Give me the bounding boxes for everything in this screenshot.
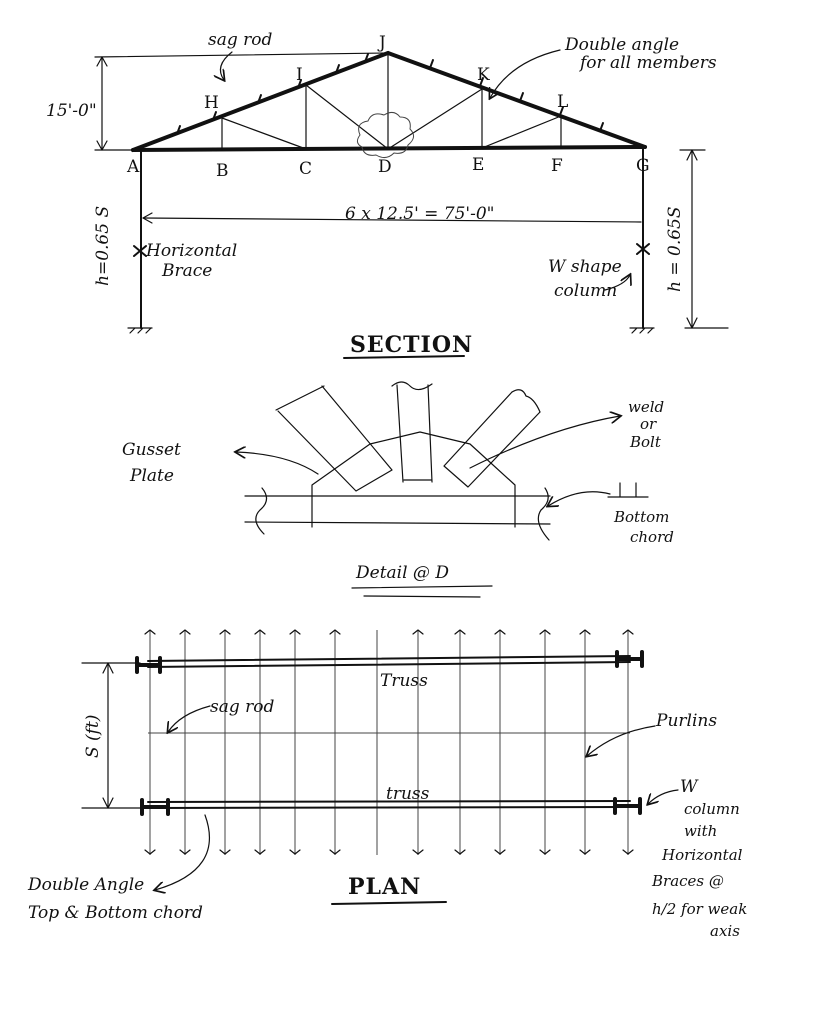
truss-diagonal-E-L [481,115,562,149]
height-dimension-label: 15'-0" [46,101,97,121]
detail-break-left [255,487,268,535]
right-height-dimension [679,149,729,329]
node-K: K [477,65,490,85]
left-brace-mark [133,245,147,257]
detail-right-diagonal [443,391,541,488]
section-view: 15'-0" 6 x 12.5' = 75'-0" h = 0.65S h=0.… [46,30,729,359]
double-angle-label-1: Double angle [564,35,679,55]
plan-s-dimension [81,662,141,809]
height-dimension-line [94,52,389,151]
weld-label-2: or [640,415,657,433]
gusset-label-1: Gusset [122,440,181,460]
plan-column-top-right [615,650,644,668]
plan-w-column-label-7: axis [710,922,740,940]
plan-sag-rod-label: sag rod [210,697,275,717]
plan-w-column-label-2: column [684,800,740,818]
plan-double-angle-label-2: Top & Bottom chord [28,903,203,923]
span-dimension-label: 6 x 12.5' = 75'-0" [345,204,494,224]
purlin-ticks [176,53,604,135]
node-B: B [216,161,229,181]
detail-bottom-chord [244,495,551,525]
left-column-base [127,327,153,334]
plan-column-bottom-right [613,797,642,815]
plan-title: PLAN [348,874,421,900]
detail-vertical-member [396,384,433,483]
w-column-label-1: W shape [548,257,622,277]
plan-s-label: S (ft) [83,715,103,758]
right-height-label: h = 0.65S [665,207,685,293]
bottom-chord-label-1: Bottom [613,508,669,526]
node-F: F [551,156,563,176]
bottom-chord-label-2: chord [630,528,674,546]
revision-cloud [356,111,414,159]
detail-left-diagonal [277,385,393,492]
plan-truss-top-label: Truss [380,671,428,691]
truss-diagonal-IJ-D [305,84,389,150]
plan-w-column-label-1: W [680,777,699,797]
detail-break-right [537,487,550,541]
plan-truss-bottom-label: truss [386,784,430,804]
section-title: SECTION [350,332,473,358]
node-L: L [557,92,568,112]
detail-view: Gusset Plate weld or Bolt Bottom chord D… [122,381,674,598]
node-H: H [204,93,219,113]
node-A: A [126,157,140,177]
right-brace-mark [636,243,650,255]
truss-top-chord-right [386,51,647,149]
plan-w-column-label-3: with [684,822,717,840]
node-D: D [378,157,392,177]
purlins-label: Purlins [655,711,717,731]
double-angle-label-2: for all members [578,53,717,73]
bottom-chord-section-symbol [607,482,649,498]
node-E: E [472,155,484,175]
horizontal-brace-label-1: Horizontal [145,241,237,261]
plan-column-bottom-left [140,798,170,816]
gusset-label-2: Plate [129,466,174,486]
weld-label-1: weld [628,398,664,416]
truss-diagonal-D-K [387,88,483,150]
horizontal-brace-label-2: Brace [161,261,212,281]
plan-truss-bottom [147,800,631,809]
detail-title: Detail @ D [355,563,449,583]
plan-w-column-label-5: Braces @ [651,872,724,890]
plan-view: S (ft) Truss truss sag rod Purlins W col… [27,629,747,940]
plan-column-top-left [135,656,162,674]
plan-w-column-label-4: Horizontal [661,846,743,864]
w-column-label-2: column [554,281,617,301]
span-dimension-line [142,217,642,223]
gusset-plate [311,431,516,528]
node-I: I [296,65,303,85]
node-G: G [636,156,650,176]
node-C: C [299,159,312,179]
weld-label-3: Bolt [629,433,662,451]
plan-w-column-label-6: h/2 for weak [652,900,747,918]
right-column-base [629,327,655,334]
truss-diagonal-HC [221,117,307,150]
sag-rod-label: sag rod [208,30,273,50]
plan-truss-top [147,655,631,668]
truss-top-chord-left [131,51,390,152]
plan-double-angle-label-1: Double Angle [27,875,144,895]
node-J: J [377,33,386,53]
left-height-label: h=0.65 S [93,206,113,286]
